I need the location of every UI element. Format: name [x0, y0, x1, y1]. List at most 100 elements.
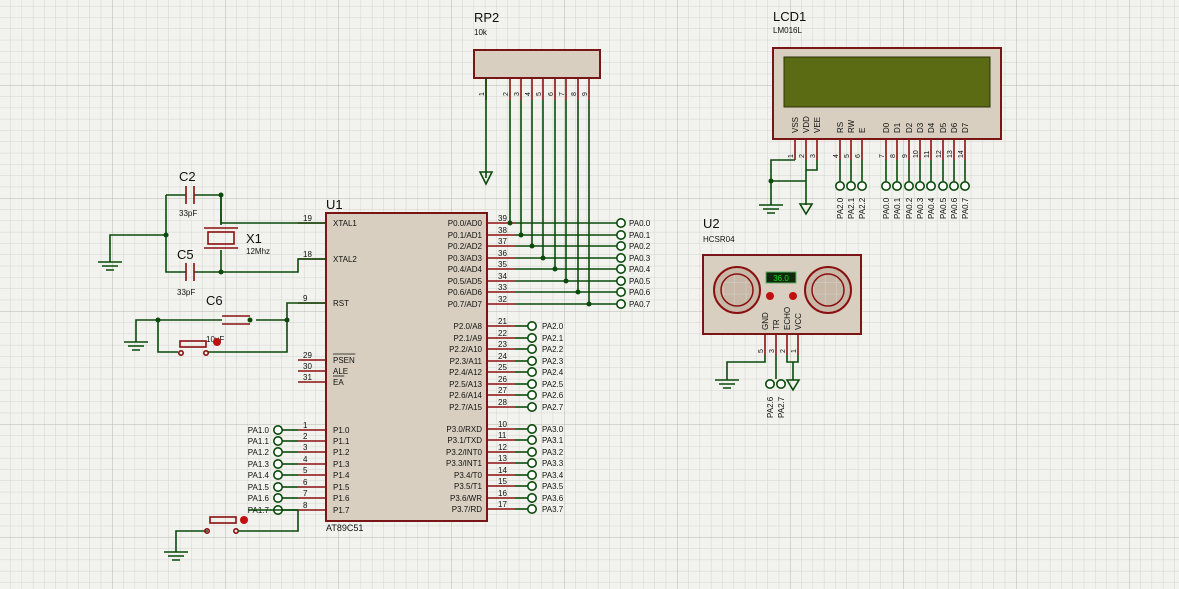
- u1-pin-number: 5: [303, 466, 308, 475]
- terminal[interactable]: [891, 181, 902, 192]
- terminal[interactable]: [775, 378, 786, 389]
- terminal[interactable]: [903, 181, 914, 192]
- terminal[interactable]: [526, 378, 537, 389]
- lcd1-pin-number: 14: [958, 150, 965, 158]
- terminal-label: PA0.1: [893, 197, 902, 219]
- u1-pin-number: 29: [303, 351, 312, 360]
- terminal[interactable]: [272, 446, 283, 457]
- terminal[interactable]: [914, 181, 925, 192]
- terminal-label: PA2.1: [847, 197, 856, 219]
- lcd1-pin-number: 1: [788, 154, 795, 158]
- terminal[interactable]: [526, 492, 537, 503]
- terminal-label: PA2.6: [766, 396, 775, 418]
- lcd1-pin-name: D3: [916, 122, 925, 133]
- terminal[interactable]: [272, 458, 283, 469]
- u1-pin-number: 28: [498, 398, 507, 407]
- c5-value: 33pF: [177, 288, 195, 297]
- u1-pin-number: 12: [498, 443, 507, 452]
- lcd1-display[interactable]: LCD1 LM016L VSS1VDD2VEE3RS4RW5E6D07D18D2…: [759, 9, 1002, 219]
- lcd1-ref: LCD1: [773, 9, 806, 24]
- u1-microcontroller[interactable]: U1 AT89C51 19XTAL118XTAL29RST29PSEN30ALE…: [298, 197, 515, 533]
- junction: [540, 255, 546, 261]
- terminal[interactable]: [526, 457, 537, 468]
- u2-pin-name: GND: [761, 312, 770, 330]
- terminal[interactable]: [937, 181, 948, 192]
- terminal[interactable]: [526, 366, 537, 377]
- terminal[interactable]: [615, 286, 626, 297]
- rp2-pin-number: 7: [559, 92, 566, 96]
- u1-pin-name: ALE: [333, 367, 348, 376]
- terminal[interactable]: [526, 503, 537, 514]
- terminal[interactable]: [526, 446, 537, 457]
- terminal-label: PA0.4: [927, 197, 936, 219]
- terminal[interactable]: [526, 320, 537, 331]
- terminal[interactable]: [615, 218, 626, 229]
- lcd1-part: LM016L: [773, 26, 802, 35]
- terminal[interactable]: [925, 181, 936, 192]
- u1-pin-number: 15: [498, 477, 507, 486]
- terminal[interactable]: [272, 492, 283, 503]
- terminal[interactable]: [880, 181, 891, 192]
- u1-pin-number: 10: [498, 420, 507, 429]
- terminal[interactable]: [615, 275, 626, 286]
- terminal[interactable]: [526, 343, 537, 354]
- terminal-label: PA0.5: [939, 197, 948, 219]
- u1-pin-number: 24: [498, 352, 507, 361]
- terminal[interactable]: [615, 241, 626, 252]
- terminal[interactable]: [856, 181, 867, 192]
- terminal[interactable]: [845, 181, 856, 192]
- u1-pin-name: P2.0/A8: [454, 322, 483, 331]
- terminal[interactable]: [272, 481, 283, 492]
- terminal-label: PA1.1: [248, 437, 270, 446]
- rp2-pin-number: 2: [503, 92, 510, 96]
- terminal[interactable]: [272, 424, 283, 435]
- terminal[interactable]: [526, 434, 537, 445]
- u1-pin-number: 18: [303, 250, 312, 259]
- terminal-label: PA0.0: [629, 219, 651, 228]
- terminal[interactable]: [526, 355, 537, 366]
- clock-circuit[interactable]: C2 33pF C5 33pF X1 12Mhz C6 10uF: [98, 169, 326, 561]
- terminal[interactable]: [272, 469, 283, 480]
- rp2-pin-number: 6: [548, 92, 555, 96]
- c5-ref: C5: [177, 247, 194, 262]
- terminal-label: PA2.6: [542, 391, 564, 400]
- u2-reading: 36.0: [773, 274, 789, 283]
- terminal-label: PA1.3: [248, 460, 270, 469]
- terminal[interactable]: [272, 435, 283, 446]
- terminal[interactable]: [526, 423, 537, 434]
- terminal[interactable]: [615, 263, 626, 274]
- u1-pin-name: P2.2/A10: [449, 345, 482, 354]
- terminal[interactable]: [526, 332, 537, 343]
- terminal[interactable]: [526, 389, 537, 400]
- terminal[interactable]: [526, 469, 537, 480]
- terminal-label: PA2.4: [542, 368, 564, 377]
- terminal[interactable]: [959, 181, 970, 192]
- terminal[interactable]: [615, 230, 626, 241]
- terminal[interactable]: [834, 181, 845, 192]
- terminal[interactable]: [615, 253, 626, 264]
- terminal-label: PA0.0: [882, 197, 891, 219]
- u2-part: HCSR04: [703, 235, 735, 244]
- lcd1-pin-name: D7: [961, 122, 970, 133]
- u1-pin-number: 22: [498, 329, 507, 338]
- lcd1-pin-number: 9: [902, 154, 909, 158]
- u1-pin-name: P1.5: [333, 483, 350, 492]
- terminal-label: PA3.3: [542, 459, 564, 468]
- terminal-label: PA3.2: [542, 448, 564, 457]
- terminal[interactable]: [526, 480, 537, 491]
- u1-pin-number: 16: [498, 489, 507, 498]
- terminal[interactable]: [764, 378, 775, 389]
- lcd1-pin-number: 3: [810, 154, 817, 158]
- terminal[interactable]: [615, 298, 626, 309]
- u1-pin-number: 36: [498, 249, 507, 258]
- u1-pin-number: 33: [498, 283, 507, 292]
- terminal-label: PA2.1: [542, 334, 564, 343]
- terminal[interactable]: [526, 401, 537, 412]
- terminal[interactable]: [948, 181, 959, 192]
- u1-part: AT89C51: [326, 523, 363, 533]
- u1-pin-name: P3.1/TXD: [447, 436, 482, 445]
